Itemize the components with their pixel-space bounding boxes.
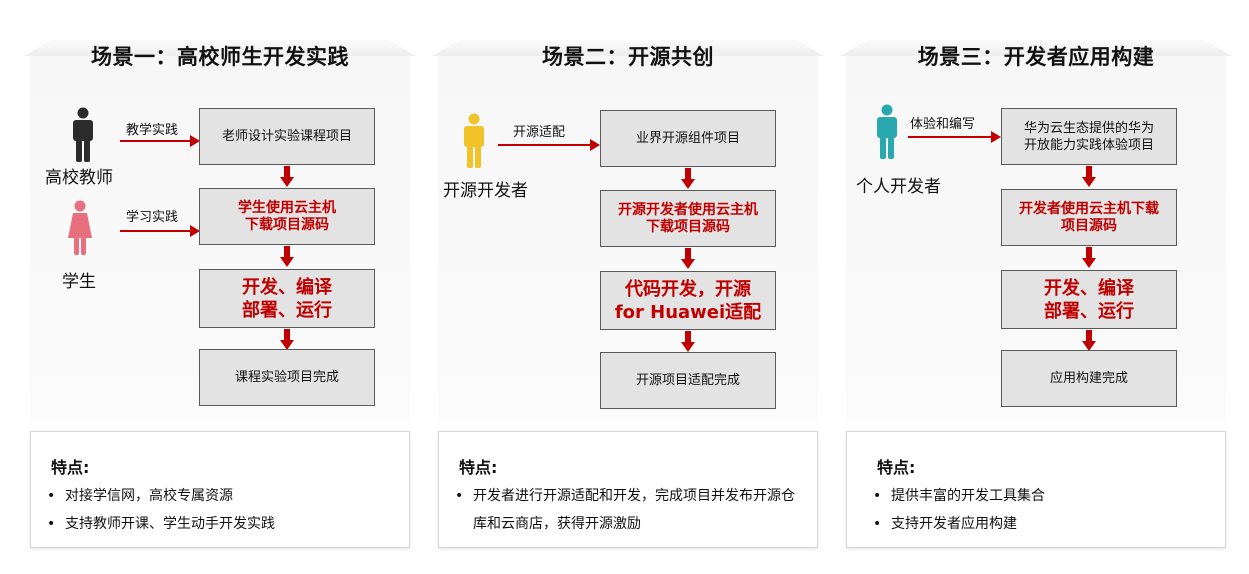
bullet-icon: • (873, 488, 882, 504)
step-4: 开源项目适配完成 (600, 352, 776, 409)
step-2: 开源开发者使用云主机 下载项目源码 (600, 190, 776, 247)
individual-developer-label: 个人开发者 (856, 177, 941, 197)
scenario-1-features: 特点: •对接学信网，高校专属资源 •支持教师开课、学生动手开发实践 (30, 431, 410, 548)
step-2: 开发者使用云主机下载 项目源码 (1001, 189, 1177, 246)
down-arrow (681, 248, 695, 270)
learning-practice-label: 学习实践 (126, 210, 179, 225)
panel-roof (24, 40, 416, 56)
scenario-1-title: 场景一：高校师生开发实践 (91, 45, 349, 69)
step-2: 学生使用云主机 下载项目源码 (199, 188, 375, 245)
down-arrow (280, 166, 294, 188)
developer-arrow (498, 139, 600, 151)
student-label: 学生 (62, 272, 96, 292)
scenario-3-panel: 场景三：开发者应用构建 个人开发者 体验和编写 华为云生态提供的华为 开放能力实… (840, 40, 1232, 420)
list-item: •支持开发者应用构建 (873, 510, 1215, 538)
teacher-label: 高校教师 (45, 168, 113, 188)
teaching-practice-label: 教学实践 (126, 123, 179, 138)
features-list: •提供丰富的开发工具集合 •支持开发者应用构建 (873, 482, 1215, 538)
scenario-3-title: 场景三：开发者应用构建 (917, 45, 1155, 69)
down-arrow (681, 331, 695, 353)
student-arrow (120, 225, 200, 237)
experience-and-write-label: 体验和编写 (910, 117, 976, 132)
features-title: 特点: (51, 458, 90, 477)
bullet-icon: • (873, 516, 882, 532)
step-1: 业界开源组件项目 (600, 110, 776, 167)
scenario-2-features: 特点: •开发者进行开源适配和开发，完成项目并发布开源仓库和云商店，获得开源激励 (438, 431, 818, 548)
down-arrow (1082, 247, 1096, 269)
panel-roof (432, 40, 824, 56)
bullet-icon: • (455, 488, 464, 504)
down-arrow (1082, 330, 1096, 352)
features-title: 特点: (877, 458, 916, 477)
features-list: •对接学信网，高校专属资源 •支持教师开课、学生动手开发实践 (47, 482, 399, 538)
features-list: •开发者进行开源适配和开发，完成项目并发布开源仓库和云商店，获得开源激励 (455, 482, 807, 538)
down-arrow (280, 246, 294, 268)
step-3: 开发、编译 部署、运行 (199, 269, 375, 328)
individual-developer-person-icon (874, 104, 900, 160)
developer-arrow (908, 131, 1001, 143)
step-3: 代码开发，开源 for Huawei适配 (600, 271, 776, 330)
open-source-developer-label: 开源开发者 (443, 181, 528, 201)
step-1: 华为云生态提供的华为 开放能力实践体验项目 (1001, 108, 1177, 165)
scenario-2-panel: 场景二：开源共创 开源开发者 开源适配 业界开源组件项目 开源开发者使用云主机 … (432, 40, 824, 420)
bullet-icon: • (47, 516, 56, 532)
down-arrow (280, 329, 294, 351)
teacher-person-icon (70, 107, 96, 163)
step-1: 老师设计实验课程项目 (199, 108, 375, 165)
student-person-icon (67, 200, 93, 256)
down-arrow (681, 168, 695, 190)
step-3: 开发、编译 部署、运行 (1001, 270, 1177, 329)
list-item: •开发者进行开源适配和开发，完成项目并发布开源仓库和云商店，获得开源激励 (455, 482, 807, 538)
list-item: •对接学信网，高校专属资源 (47, 482, 399, 510)
panel-roof (840, 40, 1232, 56)
open-source-adaptation-label: 开源适配 (513, 125, 566, 140)
step-4: 应用构建完成 (1001, 350, 1177, 407)
down-arrow (1082, 166, 1096, 188)
open-source-developer-person-icon (461, 113, 487, 169)
list-item: •支持教师开课、学生动手开发实践 (47, 510, 399, 538)
list-item: •提供丰富的开发工具集合 (873, 482, 1215, 510)
scenario-3-features: 特点: •提供丰富的开发工具集合 •支持开发者应用构建 (846, 431, 1226, 548)
step-4: 课程实验项目完成 (199, 349, 375, 406)
scenario-2-title: 场景二：开源共创 (542, 45, 714, 69)
teacher-arrow (120, 135, 200, 147)
scenario-1-panel: 场景一：高校师生开发实践 高校教师 教学实践 学生 学习实践 老师设计实验课程项… (24, 40, 416, 420)
bullet-icon: • (47, 488, 56, 504)
features-title: 特点: (459, 458, 498, 477)
